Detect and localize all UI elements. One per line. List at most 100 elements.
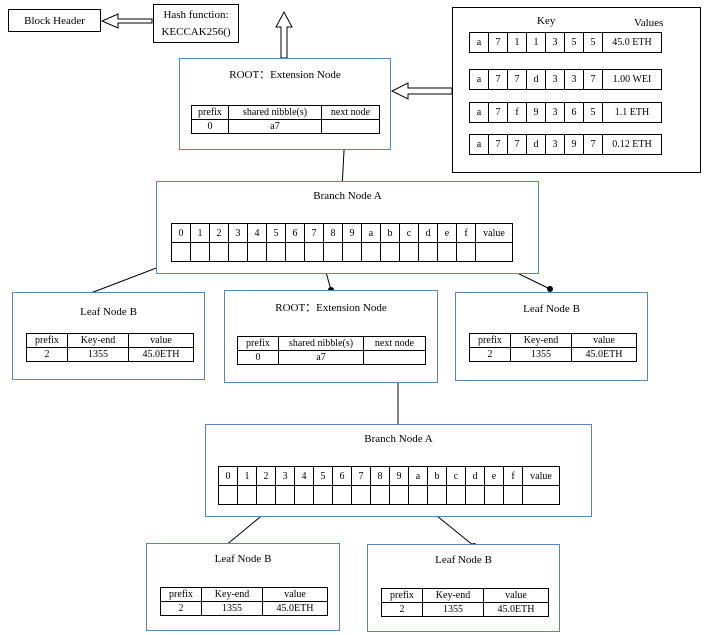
leaf-right-prefix-header: prefix bbox=[469, 333, 511, 348]
key-nibble: 5 bbox=[583, 32, 603, 53]
leaf-left-table: prefix Key-end value 2 1355 45.0ETH bbox=[26, 333, 194, 362]
leaf-node-bottom-left: Leaf Node B prefix Key-end value 2 1355 … bbox=[146, 543, 340, 631]
extension-node-2: ROOT：Extension Node prefix shared nibble… bbox=[224, 290, 438, 383]
branch-slot-pointer bbox=[446, 485, 466, 505]
leaf-right-value-header: value bbox=[571, 333, 637, 348]
key-nibble: 3 bbox=[564, 69, 584, 90]
key-header: Key bbox=[537, 15, 556, 27]
branch-slot-pointer bbox=[465, 485, 485, 505]
leaf-left-keyend-header: Key-end bbox=[67, 333, 129, 348]
branch-slot-label: d bbox=[418, 223, 438, 243]
branch-slot-label: 1 bbox=[190, 223, 210, 243]
branch-slot-label: 3 bbox=[228, 223, 248, 243]
leaf-br-keyend-header: Key-end bbox=[422, 588, 484, 603]
branch-slot-label: 2 bbox=[209, 223, 229, 243]
root-node-table: prefix shared nibble(s) next node 0 a7 bbox=[191, 105, 380, 134]
key-nibble: a bbox=[469, 102, 489, 123]
leaf-bl-prefix-header: prefix bbox=[160, 587, 202, 602]
branch-slot-label: 7 bbox=[351, 466, 371, 486]
root-next-header: next node bbox=[321, 105, 380, 120]
ext2-title: ROOT：Extension Node bbox=[275, 302, 387, 314]
branch-slot-label: 0 bbox=[218, 466, 238, 486]
arrow-to-root bbox=[390, 82, 453, 100]
root-prefix-header: prefix bbox=[191, 105, 229, 120]
branch-slot-label: f bbox=[503, 466, 523, 486]
branch-slot-label: e bbox=[437, 223, 457, 243]
key-value: 0.12 ETH bbox=[602, 134, 662, 155]
leaf-left-value: 45.0ETH bbox=[128, 347, 194, 362]
branch-a2-title: Branch Node A bbox=[364, 433, 433, 445]
branch-slot-pointer bbox=[228, 242, 248, 262]
branch-slot-pointer bbox=[456, 242, 476, 262]
leaf-bl-keyend: 1355 bbox=[201, 601, 263, 616]
branch-slot-pointer bbox=[171, 242, 191, 262]
branch-slot-label: a bbox=[361, 223, 381, 243]
leaf-br-value-header: value bbox=[483, 588, 549, 603]
branch-slot-pointer bbox=[304, 242, 324, 262]
branch-slot-label: value bbox=[475, 223, 513, 243]
leaf-br-title: Leaf Node B bbox=[435, 554, 492, 566]
branch-slot-pointer bbox=[399, 242, 419, 262]
branch-slot-pointer bbox=[247, 242, 267, 262]
root-prefix-value: 0 bbox=[191, 119, 229, 134]
leaf-left-keyend: 1355 bbox=[67, 347, 129, 362]
leaf-node-left: Leaf Node B prefix Key-end value 2 1355 … bbox=[12, 292, 205, 380]
leaf-left-title: Leaf Node B bbox=[80, 306, 137, 318]
leaf-right-keyend-header: Key-end bbox=[510, 333, 572, 348]
branch-slot-pointer bbox=[427, 485, 447, 505]
branch-slot-label: 8 bbox=[323, 223, 343, 243]
branch-slot-pointer bbox=[256, 485, 276, 505]
leaf-bl-value: 45.0ETH bbox=[262, 601, 328, 616]
key-nibble: d bbox=[526, 69, 546, 90]
key-value: 45.0 ETH bbox=[602, 32, 662, 53]
key-nibble: a bbox=[469, 134, 489, 155]
key-nibble: 5 bbox=[583, 102, 603, 123]
ext2-shared-header: shared nibble(s) bbox=[278, 336, 364, 351]
branch-slot-label: 6 bbox=[285, 223, 305, 243]
key-nibble: 7 bbox=[507, 134, 527, 155]
branch-a-title: Branch Node A bbox=[313, 190, 382, 202]
branch-slot-label: 5 bbox=[313, 466, 333, 486]
branch-slot-pointer bbox=[437, 242, 457, 262]
key-nibble: 7 bbox=[507, 69, 527, 90]
branch-slot-label: 0 bbox=[171, 223, 191, 243]
key-nibble: f bbox=[507, 102, 527, 123]
branch-slot-label: 1 bbox=[237, 466, 257, 486]
branch-slot-pointer bbox=[190, 242, 210, 262]
branch-slot-label: 9 bbox=[389, 466, 409, 486]
key-nibble: 3 bbox=[545, 134, 565, 155]
ext2-shared-value: a7 bbox=[278, 350, 364, 365]
branch-slot-pointer bbox=[332, 485, 352, 505]
key-nibble: 7 bbox=[488, 69, 508, 90]
key-nibble: a bbox=[469, 32, 489, 53]
block-header-label: Block Header bbox=[24, 14, 85, 27]
key-value: 1.00 WEI bbox=[602, 69, 662, 90]
key-nibble: 1 bbox=[526, 32, 546, 53]
branch-slot-label: 4 bbox=[247, 223, 267, 243]
leaf-bl-table: prefix Key-end value 2 1355 45.0ETH bbox=[160, 587, 328, 616]
branch-slot-label: 2 bbox=[256, 466, 276, 486]
root-extension-node: ROOT：Extension Node prefix shared nibble… bbox=[179, 58, 391, 150]
leaf-right-title: Leaf Node B bbox=[523, 303, 580, 315]
branch-slot-pointer bbox=[484, 485, 504, 505]
root-shared-header: shared nibble(s) bbox=[228, 105, 322, 120]
leaf-bl-value-header: value bbox=[262, 587, 328, 602]
branch-slot-label: 6 bbox=[332, 466, 352, 486]
leaf-br-value: 45.0ETH bbox=[483, 602, 549, 617]
key-nibble: 3 bbox=[545, 69, 565, 90]
branch-slot-pointer bbox=[266, 242, 286, 262]
branch-slot-label: 7 bbox=[304, 223, 324, 243]
leaf-right-table: prefix Key-end value 2 1355 45.0ETH bbox=[469, 333, 637, 362]
leaf-right-prefix: 2 bbox=[469, 347, 511, 362]
key-nibble: 9 bbox=[564, 134, 584, 155]
leaf-left-prefix-header: prefix bbox=[26, 333, 68, 348]
branch-slot-pointer bbox=[370, 485, 390, 505]
hash-function-label: Hash function: bbox=[163, 9, 229, 21]
branch-slot-label: c bbox=[399, 223, 419, 243]
